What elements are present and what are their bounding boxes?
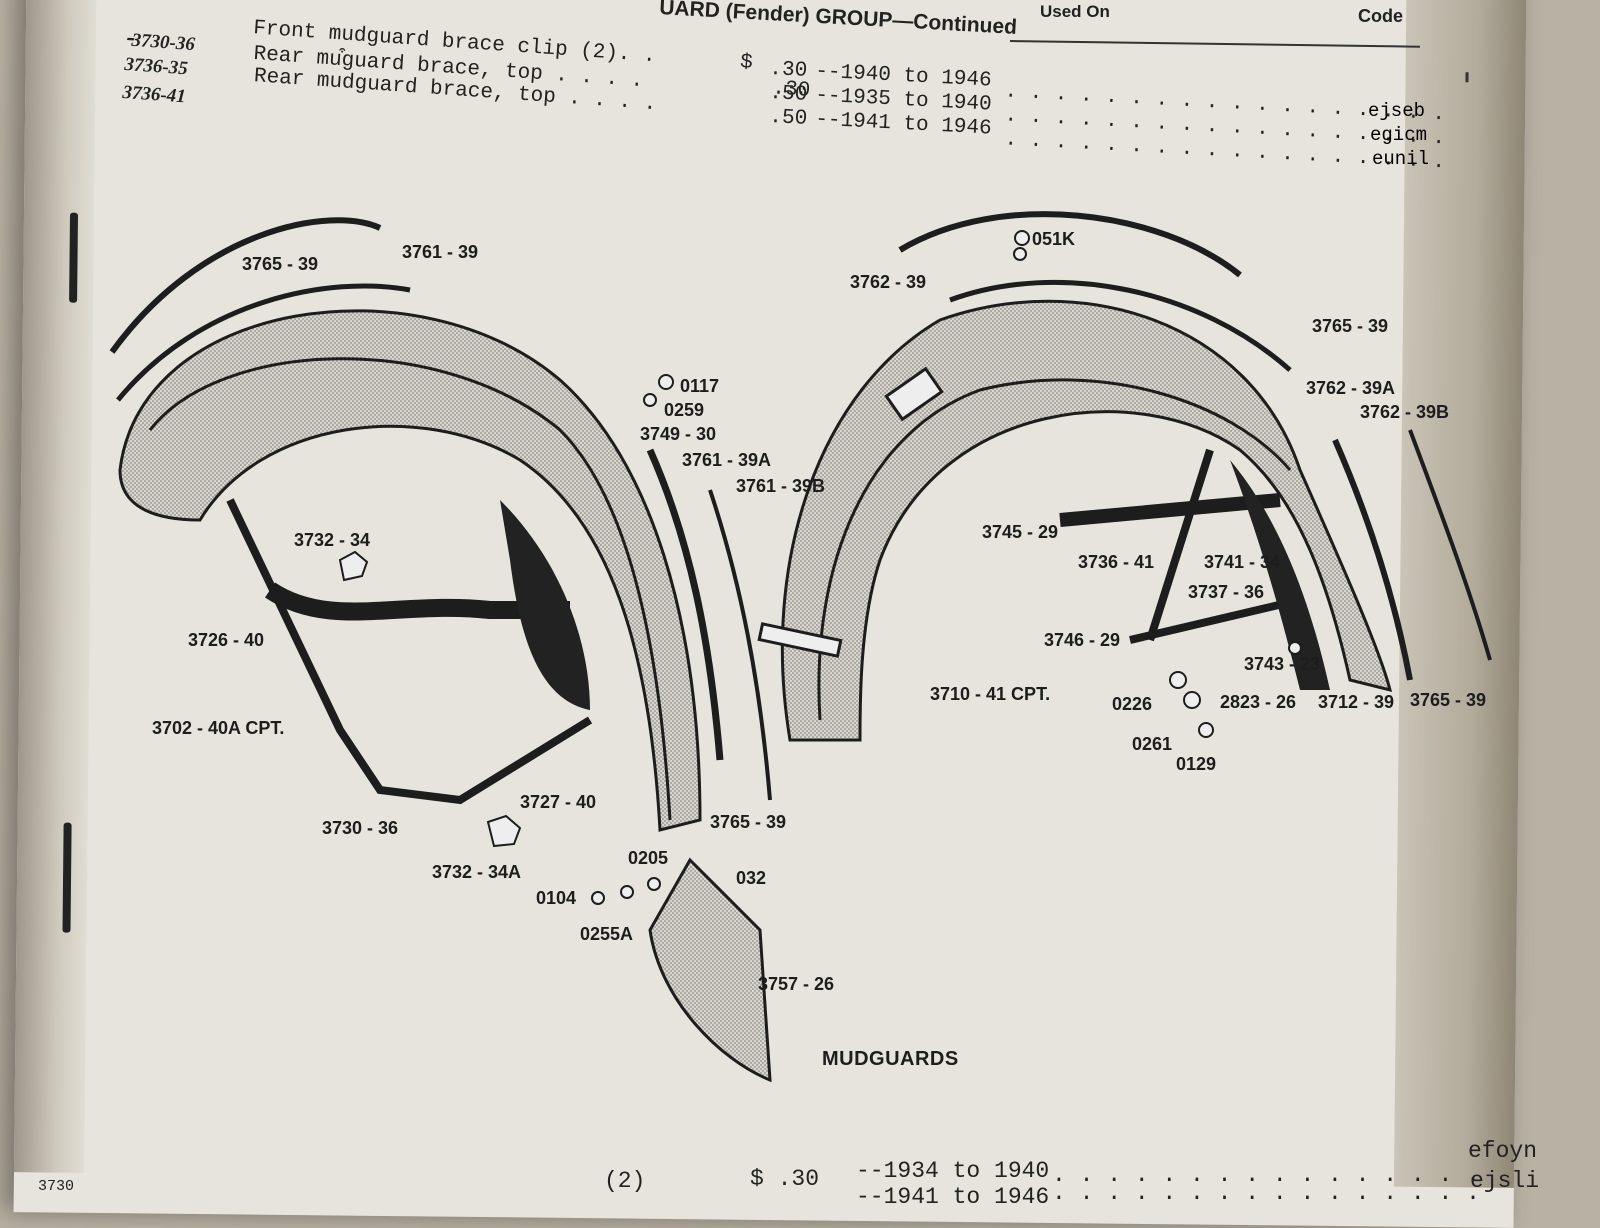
callout: 3710 - 41 CPT. [930, 684, 1050, 704]
callout: 3726 - 40 [188, 630, 264, 650]
callout: 3745 - 29 [982, 522, 1058, 542]
rear-mudguard [757, 211, 1393, 742]
callout: 3765 - 39 [242, 254, 318, 274]
callout: 3712 - 39 [1318, 692, 1394, 712]
callout: 3761 - 39B [736, 476, 825, 496]
callout: 3746 - 29 [1044, 630, 1120, 650]
splash-guard [648, 857, 772, 1083]
callout: 0129 [1176, 754, 1216, 774]
code-header: Code [1358, 6, 1403, 26]
callout: 0255A [580, 924, 633, 944]
part-number: 3730 [38, 1178, 75, 1195]
hardware [338, 230, 1302, 905]
callout: 3702 - 40A CPT. [152, 718, 284, 738]
callout: 3741 - 34 [1204, 552, 1280, 572]
callout: 051K [1032, 229, 1075, 249]
price-code: ejsli [1470, 1168, 1540, 1194]
leader-dots: . . . . . . . . . . . . . . . . [1052, 1162, 1480, 1188]
callout: 3762 - 39B [1360, 402, 1449, 422]
callout: 3749 - 30 [640, 424, 716, 444]
front-mudguard-inner [500, 500, 590, 710]
callout: 0104 [536, 888, 576, 908]
callout: 0259 [664, 400, 704, 420]
front-brace [226, 498, 593, 805]
callout: 3727 - 40 [520, 792, 596, 812]
callout: 0117 [680, 376, 719, 396]
used-on-header: Used On [1040, 2, 1110, 21]
bead-strips [646, 429, 1492, 801]
callout: 032 [736, 868, 766, 888]
callout: 0261 [1132, 734, 1172, 754]
callout: 3762 - 39A [1306, 378, 1395, 398]
callout: 3761 - 39A [682, 450, 771, 470]
callout: 2823 - 26 [1220, 692, 1296, 712]
callout: 3730 - 36 [322, 818, 398, 838]
price-code: eunil [1372, 148, 1430, 170]
callout: 0205 [628, 848, 668, 868]
callout: 3736 - 41 [1078, 552, 1154, 572]
mudguards-diagram: 3765 - 39 3761 - 39 051K 3762 - 39 3765 … [109, 211, 1492, 1083]
price-code: efoyn [1468, 1138, 1538, 1164]
callout: 3743 - 23 [1244, 654, 1320, 674]
callout: 3732 - 34A [432, 862, 521, 882]
callout: 3761 - 39 [402, 242, 478, 262]
used-on-years: --1934 to 1940 [856, 1158, 1050, 1184]
diagram-caption: MUDGUARDS [822, 1048, 959, 1070]
rear-mudguard-inner [1230, 460, 1330, 690]
price-code: egicm [1370, 124, 1428, 146]
leader-dots: . . . . . . . . . . . . . . . . [1052, 1180, 1480, 1206]
rear-brace [1059, 448, 1301, 644]
callout: 3732 - 34 [294, 530, 370, 550]
quantity: (2) [604, 1168, 646, 1194]
callout: 3737 - 36 [1188, 582, 1264, 602]
used-on-years: --1941 to 1946 [856, 1184, 1050, 1210]
price-code: ejseb [1368, 100, 1426, 122]
callout: 0226 [1112, 694, 1152, 714]
callout: 3762 - 39 [850, 272, 926, 292]
front-mudguard [109, 217, 702, 832]
price: $ .30 [750, 1166, 820, 1192]
callout: 3757 - 26 [758, 974, 834, 994]
callout: 3765 - 39 [1410, 690, 1486, 710]
callout: 3765 - 39 [710, 812, 786, 832]
callout: 3765 - 39 [1312, 316, 1388, 336]
